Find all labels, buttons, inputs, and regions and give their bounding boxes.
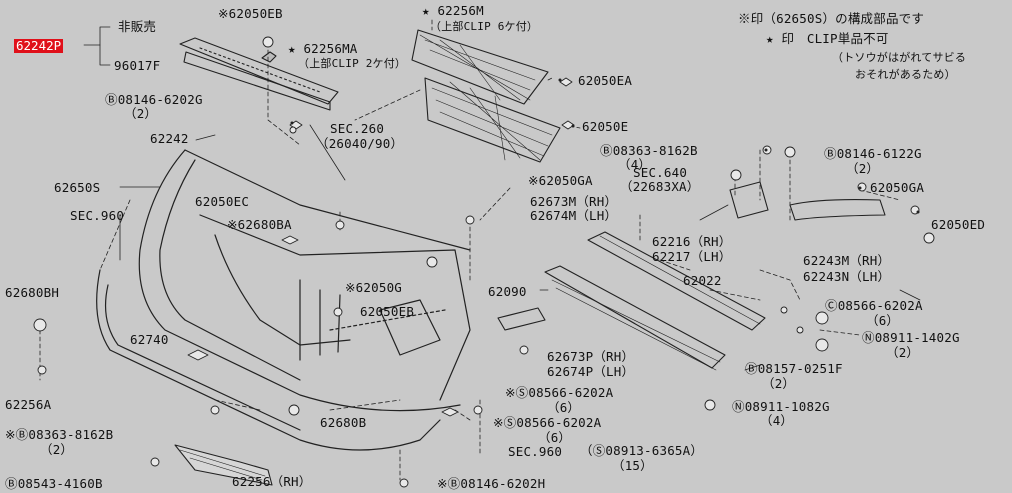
note-line-3: （トソウがはがれてサビる (832, 51, 967, 64)
label-62216[interactable]: 62216（RH） (652, 234, 732, 249)
label-62740[interactable]: 62740 (130, 332, 169, 347)
label-62050EC[interactable]: 62050EC (195, 194, 250, 209)
leader-solid-lines (83, 26, 921, 371)
label-62050EB-mid[interactable]: 62050EB (360, 304, 415, 319)
label-08913-6365A[interactable]: （Ⓢ08913-6365A） (580, 443, 704, 458)
label-08146-6122G-qty: （2） (846, 161, 880, 176)
label-08911-1082G[interactable]: Ⓝ08911-1082G (732, 399, 830, 414)
label-08566-6202A-b-qty: （6） (538, 430, 572, 445)
label-08543-4160B[interactable]: Ⓑ08543-4160B (5, 476, 103, 491)
label-08146-6202G-qty: （2） (124, 106, 158, 121)
note-line-4: おそれがあるため） (855, 68, 956, 81)
label-SEC640-sub: （22683XA） (620, 179, 700, 194)
label-08363-8162B-right-qty: （4） (618, 157, 652, 172)
label-62050ED[interactable]: 62050ED (931, 217, 986, 232)
label-62673M[interactable]: 62673M（RH） (530, 194, 618, 209)
note-line-1: ※印（62650S）の構成部品です (738, 11, 925, 26)
label-62243M[interactable]: 62243M（RH） (803, 253, 891, 268)
label-62050EB-top[interactable]: ※62050EB (218, 6, 283, 21)
label-62674M[interactable]: 62674M（LH） (530, 208, 618, 223)
label-62217[interactable]: 62217（LH） (652, 249, 732, 264)
label-62256M[interactable]: ★ 62256M (422, 3, 484, 18)
label-62050GA-right[interactable]: 62050GA (870, 180, 925, 195)
label-SEC960-bottom[interactable]: SEC.960 (508, 444, 563, 459)
label-62680BA[interactable]: ※62680BA (227, 217, 292, 232)
label-nohan: 非販売 (118, 19, 157, 34)
label-62090[interactable]: 62090 (488, 284, 527, 299)
label-62050GA-center[interactable]: ※62050GA (528, 173, 593, 188)
label-08566-6202A-right[interactable]: Ⓒ08566-6202A (825, 298, 923, 313)
label-08157-0251F[interactable]: Ⓑ08157-0251F (745, 361, 843, 376)
label-62680BH[interactable]: 62680BH (5, 285, 60, 300)
lower-parts-drawing (174, 444, 273, 486)
label-08566-6202A-right-qty: （6） (866, 313, 900, 328)
label-62050E[interactable]: 62050E (582, 119, 629, 134)
label-62256MA[interactable]: ★ 62256MA (288, 41, 358, 56)
label-08911-1402G[interactable]: Ⓝ08911-1402G (862, 330, 960, 345)
label-62680B[interactable]: 62680B (320, 415, 367, 430)
label-08913-6365A-qty: （15） (612, 458, 653, 473)
label-08566-6202A-a-qty: （6） (547, 400, 581, 415)
label-62050EA[interactable]: 62050EA (578, 73, 633, 88)
label-SEC260[interactable]: SEC.260 (330, 121, 385, 136)
label-62243N[interactable]: 62243N（LH） (803, 269, 891, 284)
reinforcement-drawing (497, 181, 886, 371)
top-bracket-drawing (179, 37, 339, 111)
label-08146-6202G[interactable]: Ⓑ08146-6202G (105, 92, 203, 107)
label-62022[interactable]: 62022 (683, 273, 722, 288)
upper-grille-drawing (411, 29, 561, 163)
label-96017F[interactable]: 96017F (114, 58, 161, 73)
hardware-drawing (33, 36, 935, 488)
label-62674P[interactable]: 62674P（LH） (547, 364, 635, 379)
bumper-fascia-drawing (96, 149, 471, 451)
label-SEC960-left[interactable]: SEC.960 (70, 208, 125, 223)
label-SEC640[interactable]: SEC.640 (633, 165, 688, 180)
label-dots (290, 78, 920, 214)
label-08363-8162B-left[interactable]: ※Ⓑ08363-8162B (5, 427, 114, 442)
label-08911-1402G-qty: （2） (886, 345, 920, 360)
label-SEC260-sub: （26040/90） (316, 136, 404, 151)
label-08363-8162B-right[interactable]: Ⓑ08363-8162B (600, 143, 698, 158)
label-62256-RH[interactable]: 62256（RH） (232, 474, 312, 489)
label-62256M-sub: （上部CLIP 6ケ付） (430, 20, 539, 33)
label-08363-8162B-left-qty: （2） (40, 442, 74, 457)
label-08566-6202A-a[interactable]: ※Ⓢ08566-6202A (505, 385, 614, 400)
label-08146-6202H[interactable]: ※Ⓑ08146-6202H (437, 476, 546, 491)
label-08566-6202A-b[interactable]: ※Ⓢ08566-6202A (493, 415, 602, 430)
label-62050G[interactable]: ※62050G (345, 280, 403, 295)
label-08911-1082G-qty: （4） (760, 413, 794, 428)
label-62650S[interactable]: 62650S (54, 180, 101, 195)
label-62242[interactable]: 62242 (150, 131, 189, 146)
note-line-2: ★ 印 CLIP単品不可 (766, 31, 889, 46)
label-08157-0251F-qty: （2） (762, 376, 796, 391)
label-62673P[interactable]: 62673P（RH） (547, 349, 635, 364)
highlighted-part-62242P[interactable]: 62242P (14, 38, 64, 53)
label-62256A[interactable]: 62256A (5, 397, 52, 412)
label-62256MA-sub: （上部CLIP 2ケ付） (298, 57, 407, 70)
label-08146-6122G[interactable]: Ⓑ08146-6122G (824, 146, 922, 161)
